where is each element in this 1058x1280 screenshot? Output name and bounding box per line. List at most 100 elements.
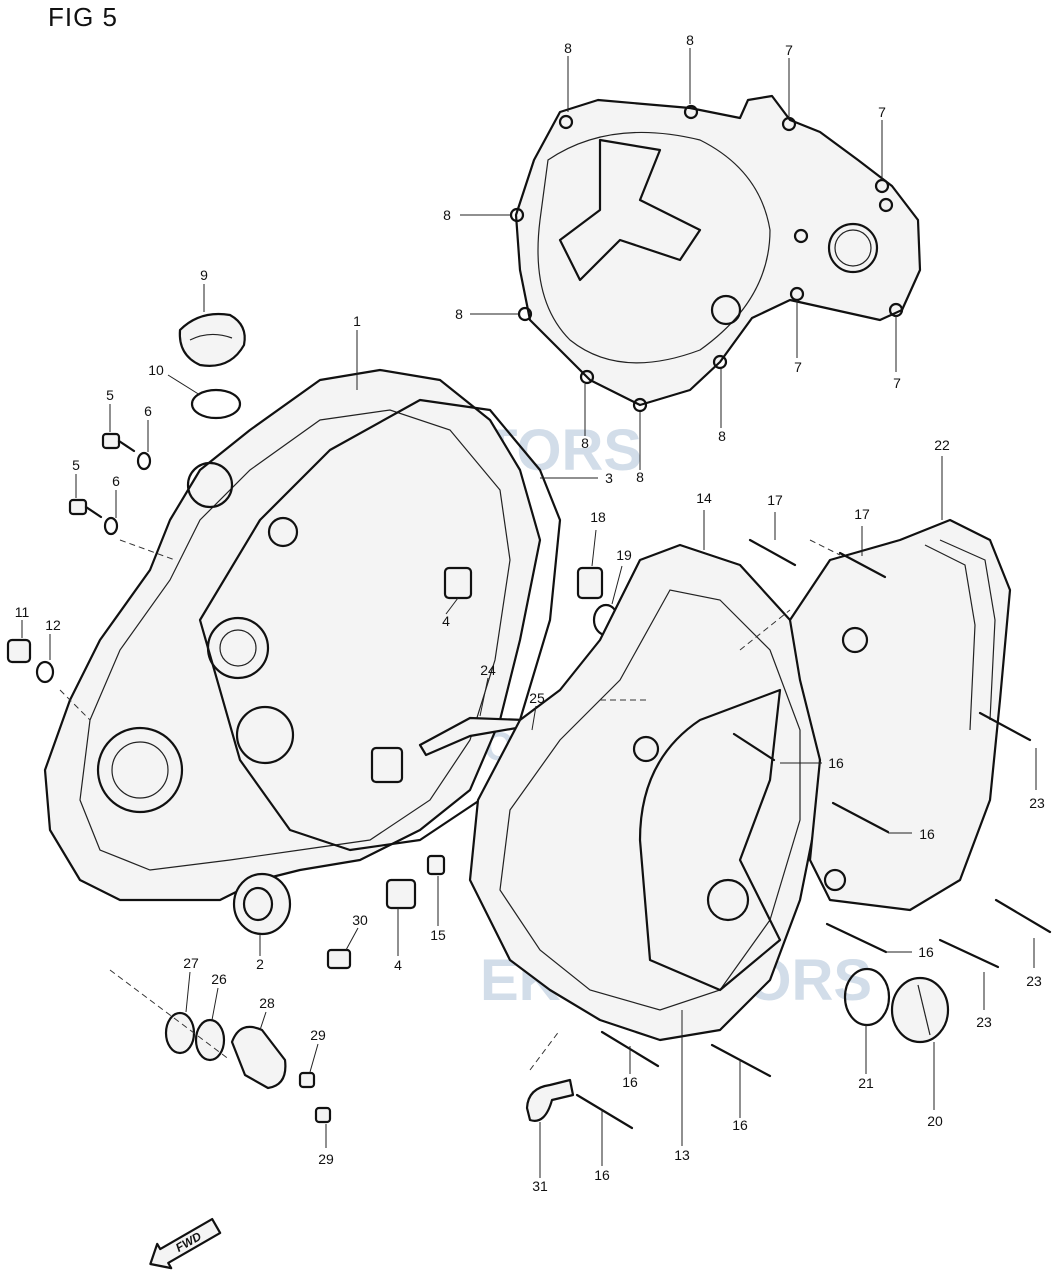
left-cover-bearing-boss-1	[96, 726, 184, 814]
bolt-23-a	[978, 711, 1032, 742]
cap-20	[890, 976, 950, 1044]
callout-16: 16	[732, 1117, 748, 1133]
left-cover-gasket-line	[79, 409, 511, 871]
clutch-bolt-hole-5	[878, 197, 894, 213]
bolt-23-c	[938, 938, 1000, 969]
left-cover-bearing-inner-2	[219, 629, 257, 667]
callout-22: 22	[934, 437, 950, 453]
part-27	[164, 1011, 196, 1055]
callout-8: 8	[581, 435, 589, 451]
assembly-dashed-lines	[59, 539, 841, 1071]
callout-5: 5	[72, 457, 80, 473]
leader-4a	[445, 597, 459, 615]
part-26	[194, 1018, 226, 1062]
bolt-17-a	[748, 538, 797, 567]
callout-14: 14	[696, 490, 712, 506]
leader-27	[185, 971, 191, 1013]
sprocket-cover-22	[788, 518, 1012, 912]
filler-oring	[190, 388, 242, 420]
callout-18: 18	[590, 509, 606, 525]
left-cover-port	[267, 516, 299, 548]
callout-13: 13	[674, 1147, 690, 1163]
callout-8: 8	[455, 306, 463, 322]
callout-8: 8	[564, 40, 572, 56]
sprocket-cover-outline	[788, 518, 1012, 912]
callout-30: 30	[352, 912, 368, 928]
clutch-cover-hole-2	[710, 294, 742, 326]
callout-4: 4	[394, 957, 402, 973]
oil-seal-part-2	[232, 872, 292, 936]
leader-18	[591, 529, 597, 567]
callout-16: 16	[622, 1074, 638, 1090]
oil-seal-inner	[242, 886, 274, 922]
dash-3	[109, 969, 231, 1061]
bolt-5-lower	[68, 498, 103, 519]
screw-29-b	[314, 1106, 332, 1124]
callout-29: 29	[310, 1027, 326, 1043]
right-cover-boss	[632, 735, 660, 763]
callout-7: 7	[878, 104, 886, 120]
fwd-arrow-shape	[149, 1217, 222, 1270]
clutch-cover-outline	[514, 94, 922, 407]
dash-5	[739, 609, 791, 651]
part-30	[326, 948, 352, 970]
oil-filler-cap	[178, 312, 246, 367]
bolt-16-c	[825, 922, 888, 954]
callout-29: 29	[318, 1151, 334, 1167]
leader-lines	[21, 48, 1037, 1178]
leader-28	[259, 1011, 267, 1031]
sprocket-cover-hole-2	[823, 868, 847, 892]
sprocket-cover-hole-1	[841, 626, 869, 654]
dowel-part-4-upper	[443, 566, 473, 600]
dash-7	[529, 1029, 561, 1071]
left-cover-filler-port	[186, 461, 234, 509]
callout-8: 8	[443, 207, 451, 223]
callout-3: 3	[605, 470, 613, 486]
drain-bolt-11	[6, 638, 32, 664]
callout-28: 28	[259, 995, 275, 1011]
callout-17: 17	[767, 492, 783, 508]
dowel-part-4-mid	[370, 746, 404, 784]
washer-6-lower	[103, 516, 119, 536]
bolt-16-e	[710, 1043, 772, 1078]
clutch-bolt-hole-9	[632, 397, 648, 413]
callout-2: 2	[256, 956, 264, 972]
callout-20: 20	[927, 1113, 943, 1129]
right-cover-rib	[638, 688, 782, 992]
bolt-16-a	[732, 732, 776, 762]
callout-27: 27	[183, 955, 199, 971]
bolt-16-b	[831, 801, 890, 834]
callout-8: 8	[636, 469, 644, 485]
dowel-part-15	[426, 854, 446, 876]
callout-21: 21	[858, 1075, 874, 1091]
callout-31: 31	[532, 1178, 548, 1194]
clutch-bolt-hole-1	[558, 114, 574, 130]
callout-8: 8	[686, 32, 694, 48]
callout-1: 1	[353, 313, 361, 329]
callout-5: 5	[106, 387, 114, 403]
callout-7: 7	[785, 42, 793, 58]
dowel-part-4-lower	[385, 878, 417, 910]
bolt-17-b	[838, 551, 887, 579]
callout-25: 25	[529, 690, 545, 706]
callout-23: 23	[1026, 973, 1042, 989]
leader-24	[479, 677, 489, 717]
callout-6: 6	[144, 403, 152, 419]
callout-6: 6	[112, 473, 120, 489]
leader-26	[211, 987, 219, 1021]
clutch-bolt-hole-7	[517, 306, 533, 322]
callout-15: 15	[430, 927, 446, 943]
long-bolts	[575, 538, 1052, 1130]
filler-cap-detail	[189, 333, 233, 341]
callout-11: 11	[15, 604, 30, 620]
part-28	[230, 1025, 287, 1090]
callout-19: 19	[616, 547, 632, 563]
clutch-bolt-hole-8	[579, 369, 595, 385]
left-cover-bearing-inner-1	[111, 741, 169, 799]
clutch-bolt-hole-10	[712, 354, 728, 370]
leader-25	[531, 705, 537, 731]
forward-direction-arrow: FWD	[149, 1217, 222, 1270]
callout-7: 7	[893, 375, 901, 391]
callout-7: 7	[794, 359, 802, 375]
right-cover-gasket-line	[499, 589, 801, 1011]
